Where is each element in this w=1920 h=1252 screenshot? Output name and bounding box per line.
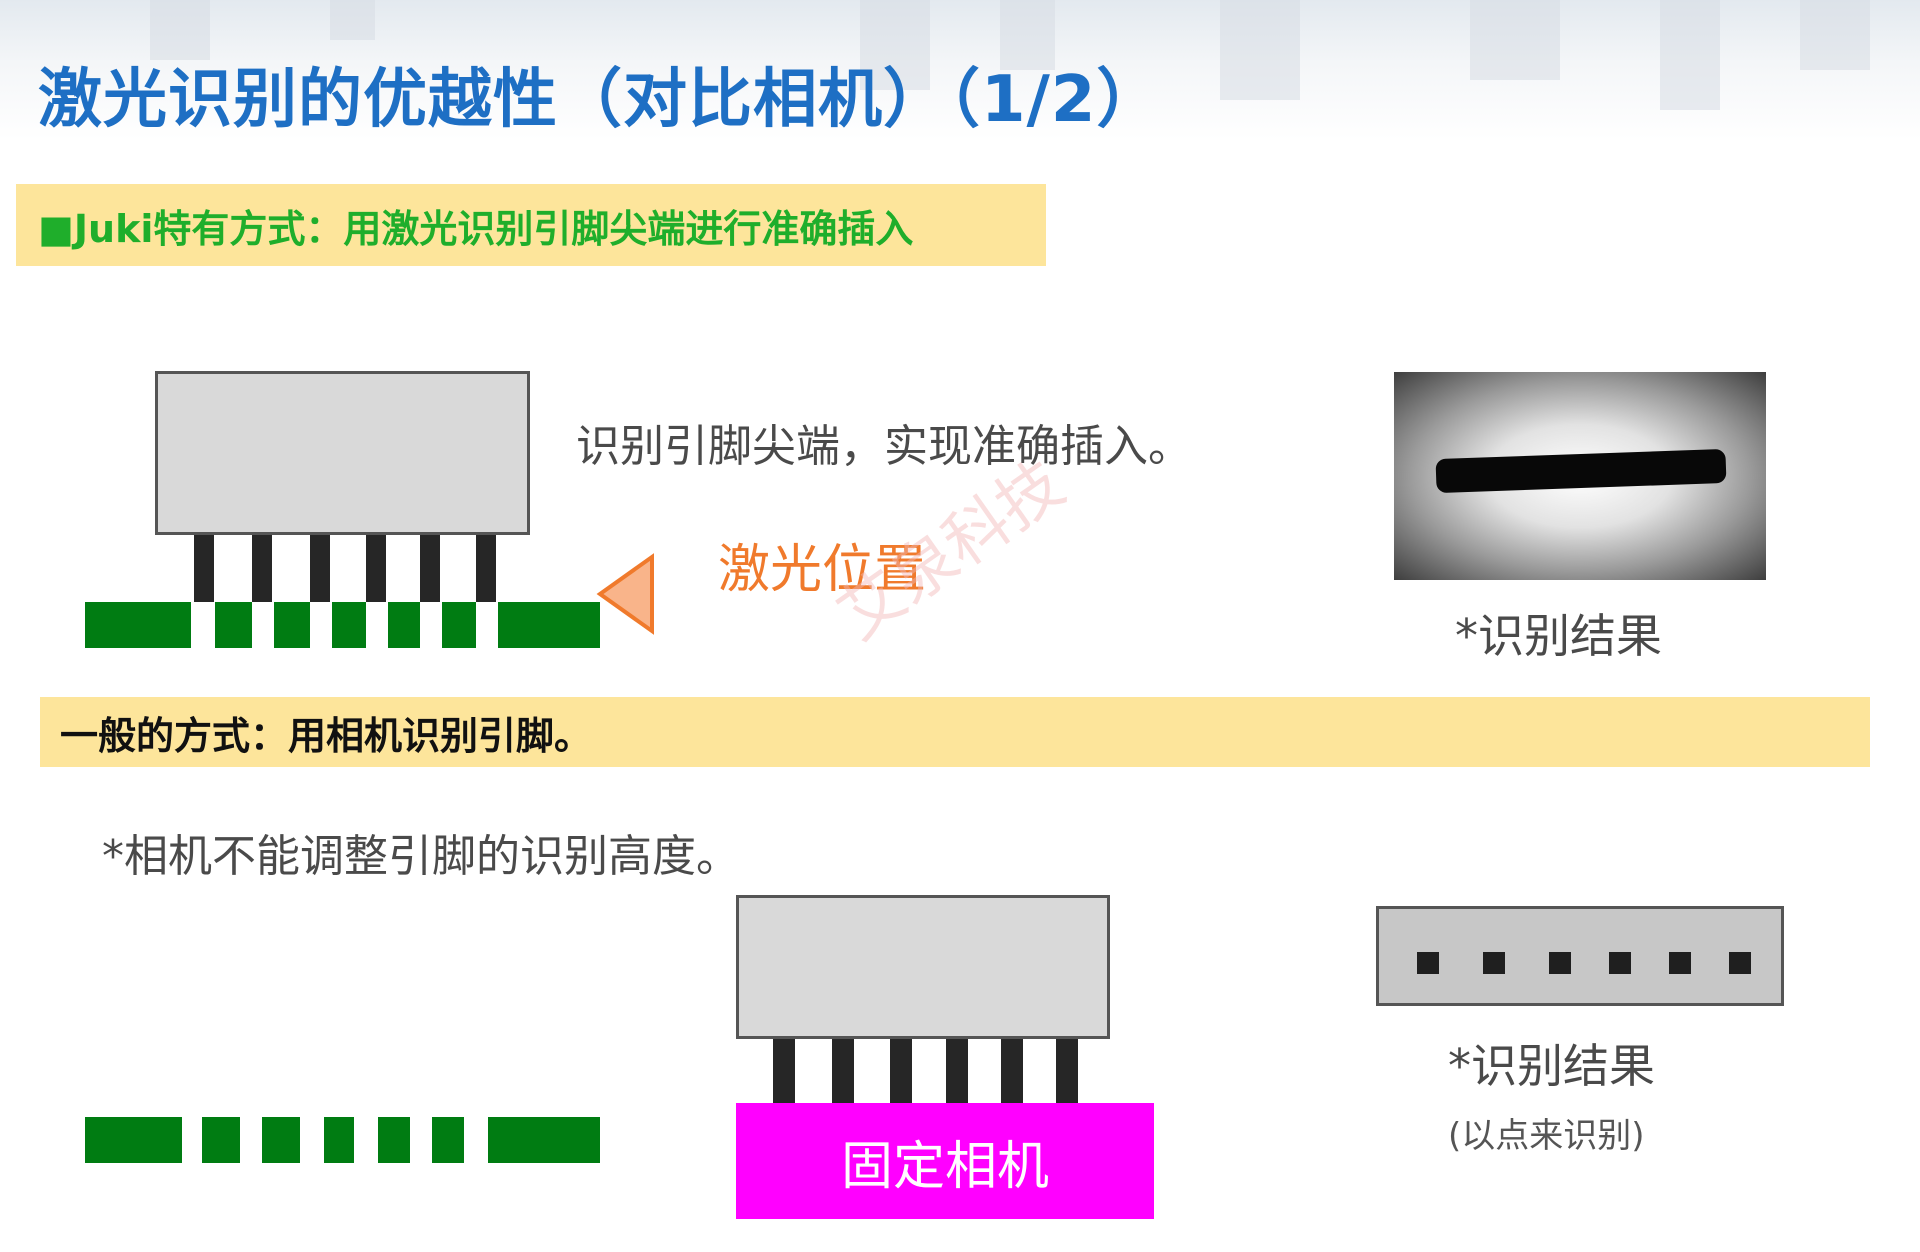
component-pin [832, 1039, 854, 1103]
pcb-segment [378, 1117, 410, 1163]
building-silhouette [1660, 0, 1720, 110]
pcb-segment [85, 602, 191, 648]
laser-description: 识别引脚尖端，实现准确插入。 [576, 421, 1192, 472]
pcb-segment [498, 602, 600, 648]
recognized-pin-dot [1609, 952, 1631, 974]
camera-result-subcaption: (以点来识别) [1448, 1116, 1645, 1156]
pcb-segment [274, 602, 310, 648]
pcb-segment [215, 602, 252, 648]
pcb-segment [442, 602, 476, 648]
laser-position-label: 激光位置 [718, 540, 927, 600]
building-silhouette [1470, 0, 1560, 80]
camera-method-heading: 一般的方式：用相机识别引脚。 [40, 697, 1870, 767]
recognized-pin-dot [1669, 952, 1691, 974]
page-title: 激光识别的优越性（对比相机）（1/2） [38, 63, 1162, 137]
laser-result-caption: *识别结果 [1455, 609, 1662, 663]
recognized-pin-dot [1729, 952, 1751, 974]
component-pin [476, 535, 496, 602]
building-silhouette [330, 0, 375, 40]
laser-method-heading: ■Juki特有方式：用激光识别引脚尖端进行准确插入 [16, 184, 1046, 266]
component-pin [252, 535, 272, 602]
component-pin [194, 535, 214, 602]
component-pin [1001, 1039, 1023, 1103]
component-body [736, 895, 1110, 1039]
building-silhouette [150, 0, 210, 60]
laser-recognition-image [1394, 372, 1766, 580]
camera-recognition-result [1376, 906, 1784, 1006]
component-pin [946, 1039, 968, 1103]
camera-note: *相机不能调整引脚的识别高度。 [102, 831, 740, 882]
component-pin [890, 1039, 912, 1103]
fixed-camera: 固定相机 [736, 1103, 1154, 1219]
component-pin [366, 535, 386, 602]
pcb-segment [202, 1117, 240, 1163]
recognized-pin-dot [1549, 952, 1571, 974]
pcb-segment [332, 602, 366, 648]
recognized-pin-bar [1435, 448, 1727, 494]
pcb-segment [85, 1117, 182, 1163]
pcb-segment [432, 1117, 464, 1163]
component-body [155, 371, 530, 535]
pcb-segment [324, 1117, 354, 1163]
header-background [0, 0, 1920, 140]
building-silhouette [1220, 0, 1300, 100]
recognized-pin-dot [1417, 952, 1439, 974]
laser-arrow-icon [596, 553, 654, 635]
recognized-pin-dot [1483, 952, 1505, 974]
component-pin [420, 535, 440, 602]
component-pin [773, 1039, 795, 1103]
camera-result-caption: *识别结果 [1448, 1039, 1655, 1093]
building-silhouette [1800, 0, 1870, 70]
pcb-segment [262, 1117, 300, 1163]
component-pin [310, 535, 330, 602]
pcb-segment [388, 602, 420, 648]
building-silhouette [1000, 0, 1055, 70]
component-pin [1056, 1039, 1078, 1103]
pcb-segment [488, 1117, 600, 1163]
building-silhouette [860, 0, 930, 90]
